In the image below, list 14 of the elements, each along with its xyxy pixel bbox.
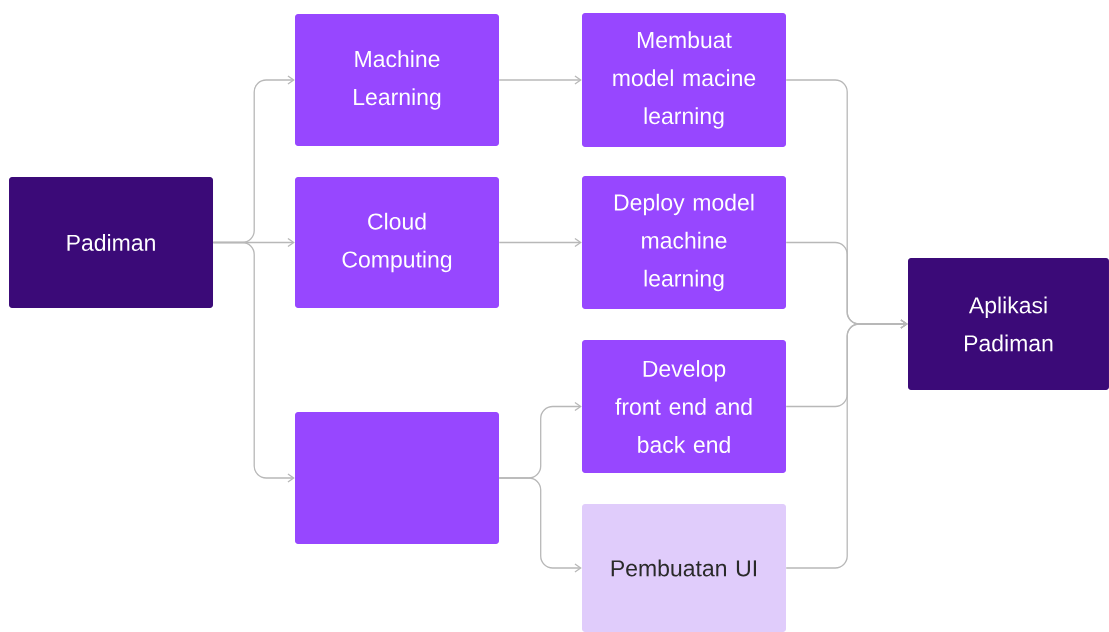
process-box: Cloud Computing <box>295 177 499 308</box>
arrow <box>498 477 582 573</box>
process-box: Membuat model macine learning <box>582 13 786 147</box>
process-box: Pembuatan UI <box>582 504 786 632</box>
arrow <box>498 237 582 248</box>
arrow <box>212 241 295 483</box>
process-box: Padiman <box>9 177 213 308</box>
process-box: Aplikasi Padiman <box>908 258 1109 390</box>
process-box: Develop front end and back end <box>582 340 786 473</box>
arrow <box>785 319 908 569</box>
process-box: Machine Learning <box>295 14 499 146</box>
process-box: Deploy model machine learning <box>582 176 786 309</box>
arrow <box>498 75 582 85</box>
process-box <box>295 412 499 544</box>
